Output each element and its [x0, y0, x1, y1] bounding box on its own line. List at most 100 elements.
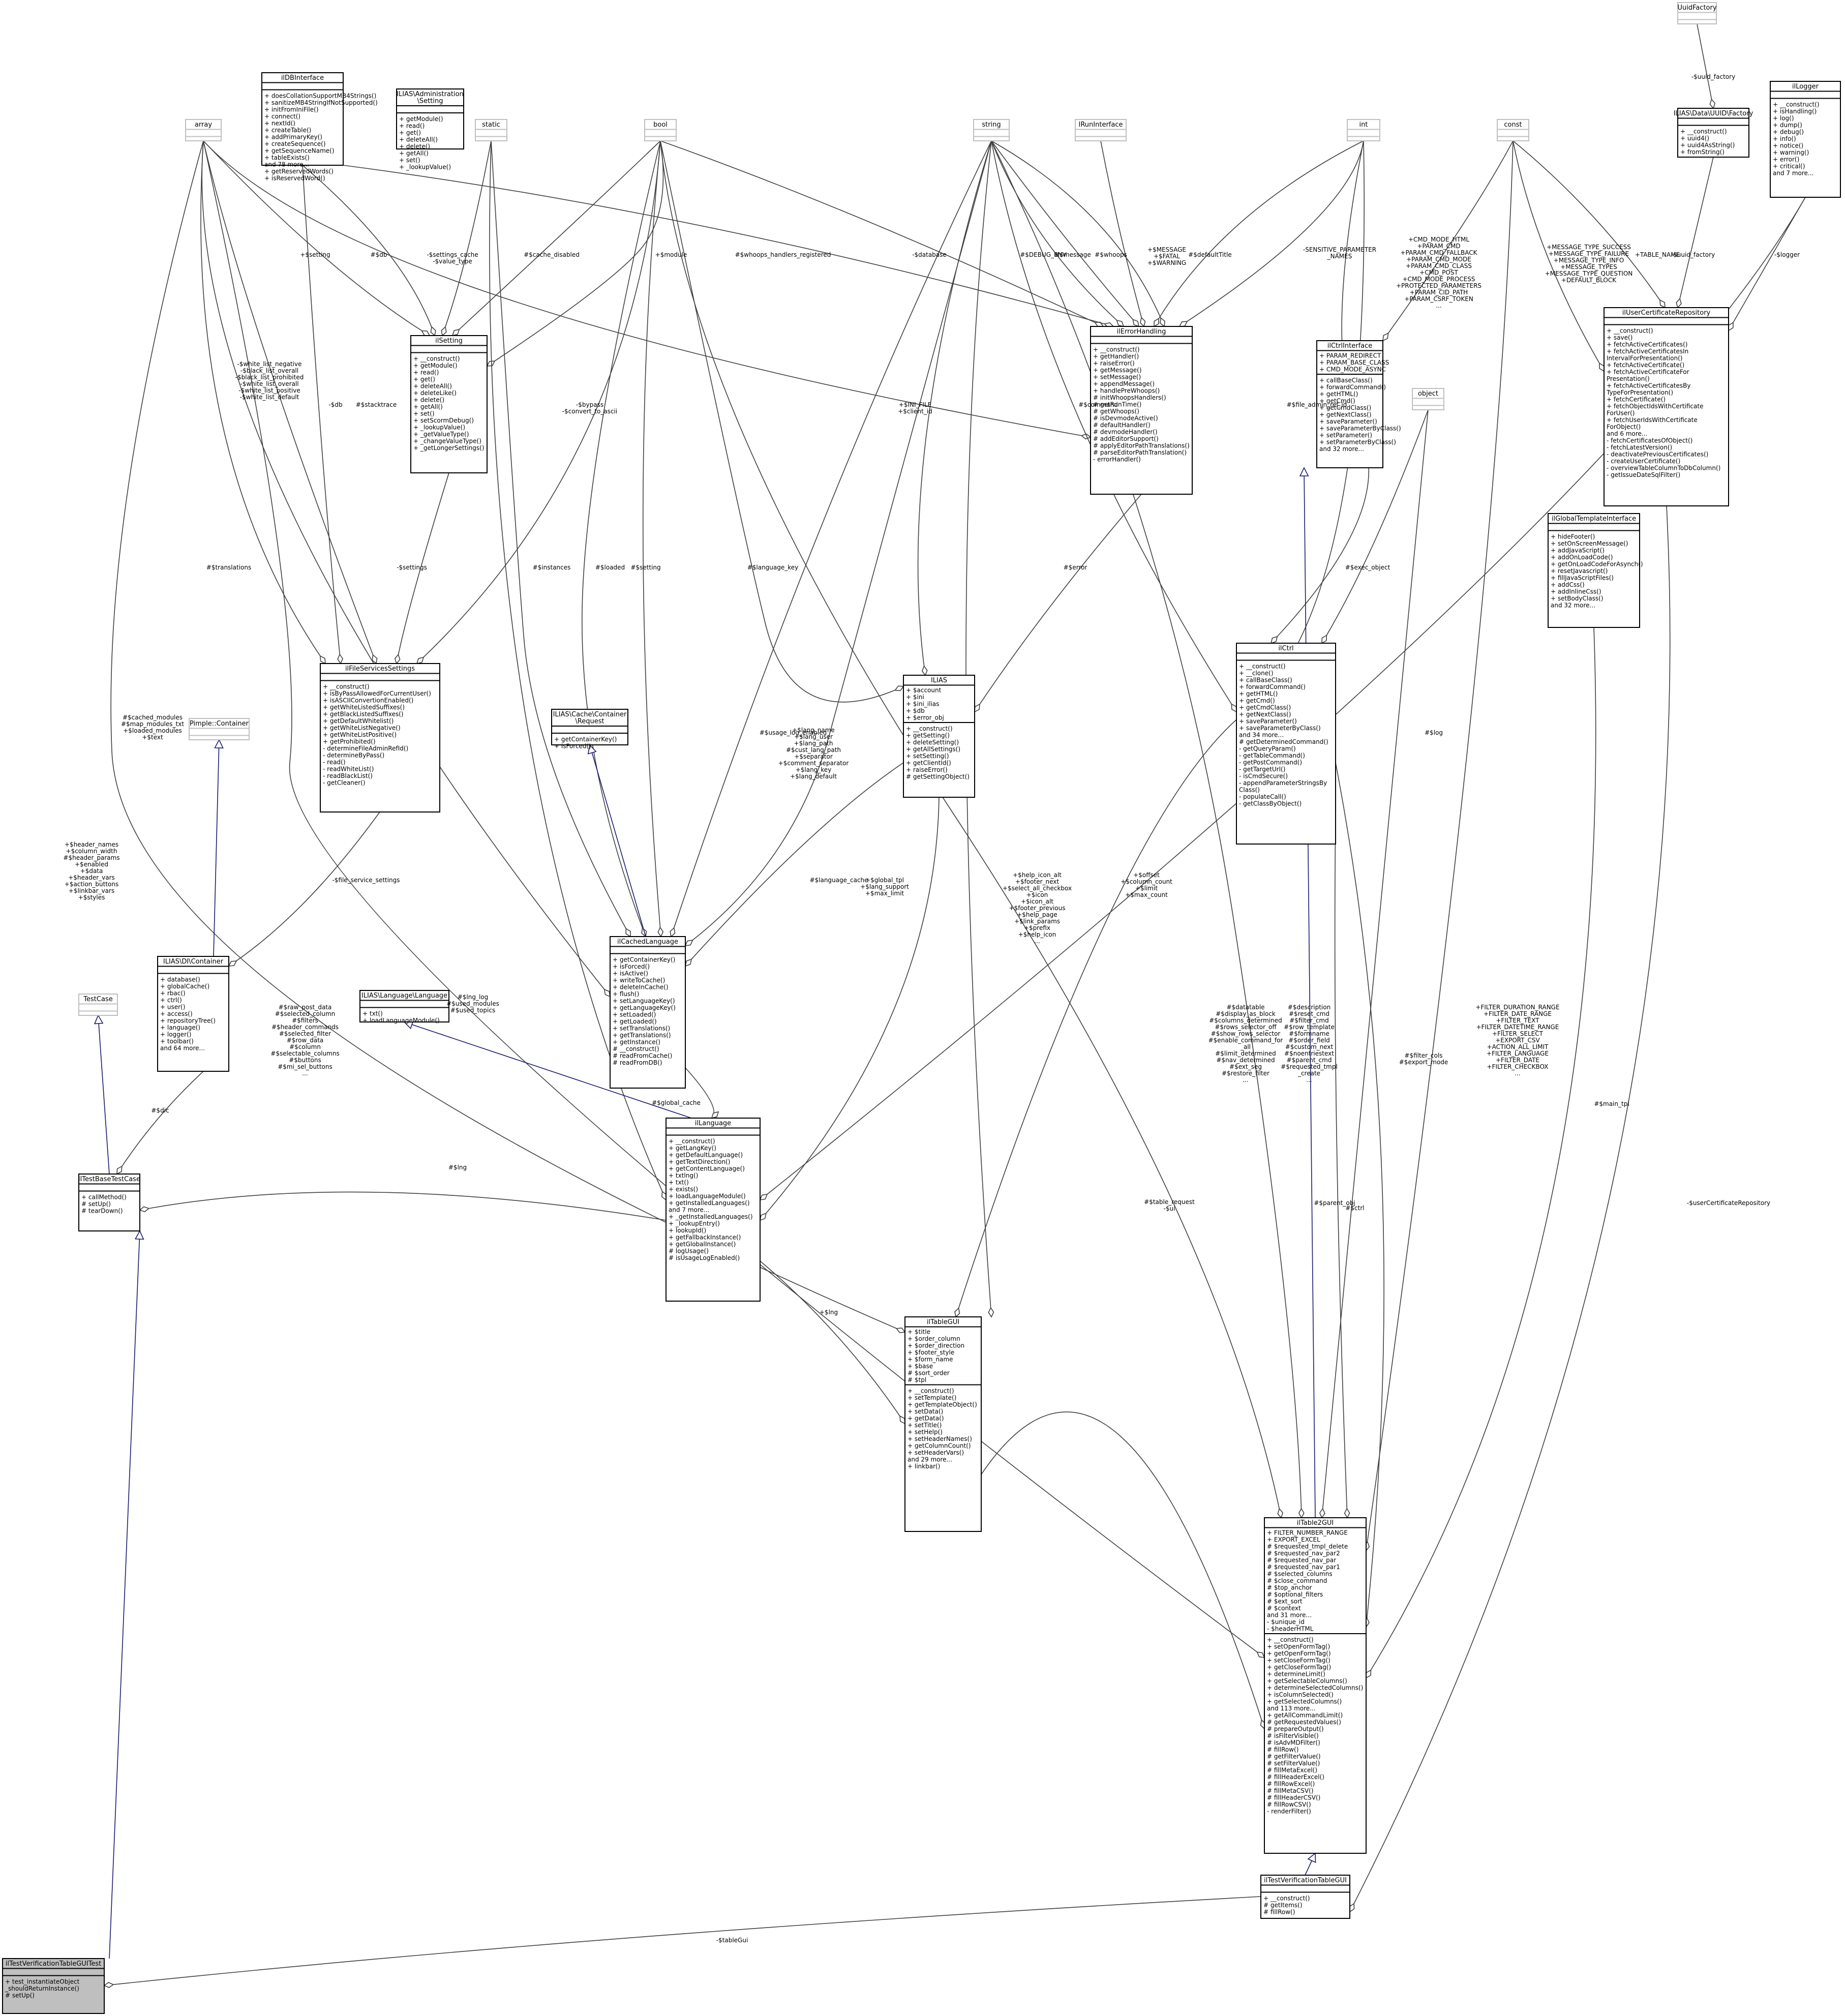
class-operation: + getSequenceName() [264, 147, 335, 155]
class-object[interactable]: object [1412, 388, 1444, 410]
class-title: ILIAS\Data\UUID\Factory [1674, 110, 1753, 117]
association-edge [441, 140, 492, 337]
class-iltable2gui[interactable]: ilTable2GUI+ FILTER_NUMBER_RANGE+ EXPORT… [1264, 1517, 1367, 1854]
class-array[interactable]: array [185, 119, 222, 141]
aggregation-diamond [899, 1415, 905, 1425]
class-operation: # prepareOutput() [1267, 1726, 1324, 1733]
class-ilglobaltpl[interactable]: ilGlobalTemplateInterface+ hideFooter()+… [1548, 513, 1643, 628]
class-box [1677, 108, 1749, 158]
edge-label-line: +EXPORT_CSV [1495, 1037, 1540, 1044]
edge-label: +$setting [300, 251, 330, 258]
class-operation: + getWhiteListPositive() [323, 731, 397, 738]
class-ildic[interactable]: ILIAS\DI\Container+ database()+ globalCa… [157, 956, 229, 1072]
class-operation: + __construct() [1267, 1636, 1314, 1643]
edge-label-line: +FILTER_SELECT [1492, 1030, 1544, 1037]
class-title: UuidFactory [1677, 4, 1716, 12]
class-adminsetting[interactable]: ILIAS\Administration\Setting+ getModule(… [396, 88, 464, 171]
class-illogger[interactable]: ilLogger+ __construct()+ isHandling()+ l… [1770, 81, 1841, 198]
class-operation: + setTitle() [908, 1422, 942, 1429]
class-pimple[interactable]: Pimple::Container [189, 718, 250, 740]
class-bool[interactable]: bool [644, 119, 677, 141]
class-box [1264, 1517, 1367, 1854]
class-operation: + repositoryTree() [160, 1017, 216, 1025]
class-int[interactable]: int [1347, 119, 1380, 141]
edge-label-line: +$INI_FILE [899, 401, 931, 408]
association-edge [203, 140, 1265, 1658]
edge-label-line: +$linkbar_vars [69, 887, 114, 894]
class-ilias_cache_req[interactable]: ILIAS\Cache\Container\Request+ getContai… [551, 709, 628, 750]
class-iltestverifgui[interactable]: ilTestVerificationTableGUI+ __construct(… [1260, 1875, 1350, 1919]
class-operation: # fillHeaderExcel() [1267, 1773, 1324, 1781]
class-string[interactable]: string [973, 119, 1010, 141]
class-ilusercert[interactable]: ilUserCertificateRepository+ __construct… [1604, 307, 1729, 506]
class-iltestbase[interactable]: ilTestBaseTestCase+ callMethod()# setUp(… [78, 1174, 140, 1231]
class-operation: + getCmd() [1239, 697, 1275, 704]
edge-label-line: #$display_as_block [1216, 1010, 1276, 1017]
class-operation: - renderFilter() [1267, 1808, 1311, 1815]
class-operation: + writeToCache() [613, 977, 665, 984]
class-ilctrl[interactable]: ilCtrl+ __construct()+ __clone()+ callBa… [1236, 643, 1336, 845]
class-uuidfactory[interactable]: UuidFactory [1677, 2, 1717, 24]
class-operation: # fillRow() [1267, 1746, 1298, 1753]
class-operation: + createTable() [264, 127, 311, 134]
edge-label-line: #$noentriestext [1284, 1050, 1334, 1057]
class-box [78, 994, 118, 1016]
class-operation: - getPostCommand() [1239, 759, 1302, 766]
class-attribute: + $order_direction [908, 1342, 964, 1349]
class-operation: # setUp() [81, 1200, 111, 1208]
class-operation: - fetchCertificatesOfObject() [1607, 437, 1692, 444]
class-iliasuuid[interactable]: ILIAS\Data\UUID\Factory+ __construct()+ … [1674, 108, 1753, 158]
class-title: ILIAS [931, 677, 947, 684]
class-operation: and 113 more... [1267, 1705, 1316, 1712]
class-testcase[interactable]: TestCase [78, 994, 118, 1016]
class-operation: + deleteSetting() [906, 739, 959, 746]
class-operation: + dump() [1773, 122, 1802, 129]
class-operation: + setSetting() [906, 753, 949, 760]
edge-label-line: #$exec_object [1345, 564, 1390, 571]
class-operation: # initWhoopsHandlers() [1093, 394, 1166, 401]
class-ilerror[interactable]: ilErrorHandling+ __construct()+ getHandl… [1090, 326, 1193, 495]
class-operation: + __construct() [1773, 101, 1820, 108]
edge-label-line: +$footer_previous [1009, 905, 1066, 912]
aggregation-diamond [684, 958, 692, 967]
class-langlang[interactable]: ILIAS\Language\Language+ txt()+ loadLang… [359, 990, 449, 1024]
aggregation-diamond [974, 703, 980, 713]
class-operation: - determineByPass() [323, 752, 384, 759]
class-operation: + read() [399, 123, 425, 130]
class-const[interactable]: const [1497, 119, 1529, 141]
edge-label-line: +$lng [820, 1309, 838, 1316]
edge-label-line: #$stacktrace [356, 401, 397, 408]
class-operation: + read() [413, 369, 439, 376]
class-box [1236, 643, 1336, 845]
class-illanguage[interactable]: ilLanguage+ __construct()+ getLangKey()+… [666, 1118, 761, 1302]
class-iltablegui[interactable]: ilTableGUI+ $title+ $order_column+ $orde… [904, 1316, 982, 1532]
association-edge [991, 140, 1140, 327]
association-edge [991, 140, 1305, 1519]
class-ilctrlif[interactable]: ilCtrlInterface+ PARAM_REDIRECT+ PARAM_B… [1316, 340, 1401, 468]
class-static[interactable]: static [475, 119, 507, 141]
edge-label-line: +$max_count [1125, 891, 1168, 898]
edge-label-line: -$settings_cache [427, 251, 478, 258]
class-box [1316, 340, 1383, 468]
class-ildb[interactable]: ilDBInterface+ doesCollationSupportMB4St… [261, 72, 378, 182]
edge-label-line: +ACTION_ALL_LIMIT [1487, 1043, 1549, 1050]
class-irun[interactable]: IRunInterface [1075, 119, 1127, 141]
aggregation-diamond [1277, 1508, 1283, 1519]
edge-label: -$tableGui [716, 1937, 748, 1944]
class-ilsetting[interactable]: ilSetting+ __construct()+ getModule()+ r… [410, 335, 488, 473]
aggregation-diamond [430, 326, 436, 337]
association-edge [660, 140, 904, 703]
class-iltestveriftest[interactable]: ilTestVerificationTableGUITest+ test_ins… [2, 1958, 105, 2014]
edge-label: -$white_list_negative-$black_list_overal… [235, 360, 304, 401]
edge-label-line: +MESSAGE_TYPE_FAILURE [1549, 250, 1629, 257]
class-ilfileservices[interactable]: ilFileServicesSettings+ __construct()+ i… [320, 663, 440, 813]
aggregation-diamond [139, 1206, 150, 1213]
association-edge [917, 140, 992, 676]
class-operation: # getDeterminedCommand() [1239, 738, 1328, 745]
class-title: ilUserCertificateRepository [1622, 309, 1711, 317]
class-title: ilLogger [1792, 83, 1819, 91]
class-operation: + fetchActiveCertificatesIn [1607, 348, 1688, 355]
class-ilcachedlang[interactable]: ilCachedLanguage+ getContainerKey()+ isF… [610, 936, 686, 1089]
class-ilias[interactable]: ILIAS+ $account+ $ini+ $ini_ilias+ $db+ … [903, 675, 975, 798]
class-operation: + fetchCertificate() [1607, 396, 1666, 403]
